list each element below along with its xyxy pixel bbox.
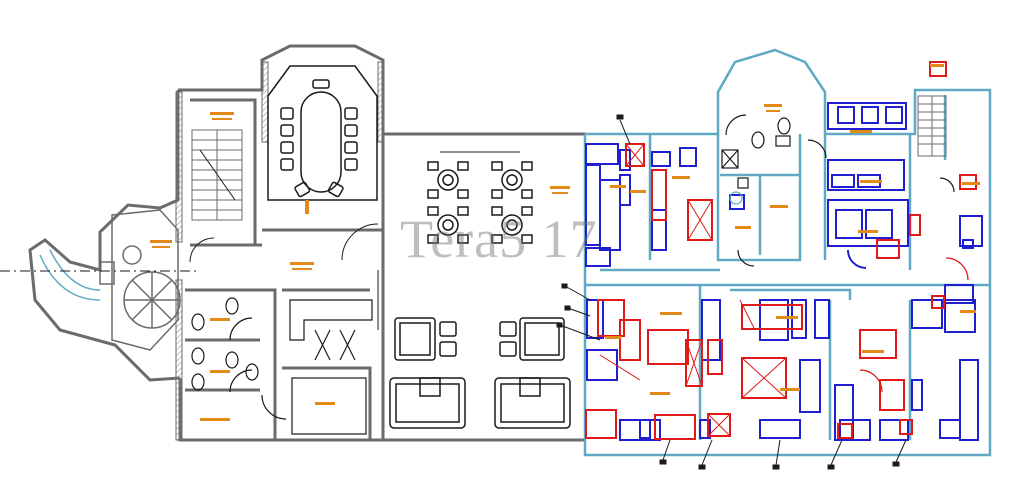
kitchen-equipment-blue bbox=[585, 102, 983, 441]
cloakroom bbox=[261, 299, 373, 435]
kitchen-walls bbox=[583, 48, 992, 457]
table-with-chairs-icon bbox=[427, 161, 533, 244]
building-walls bbox=[28, 44, 585, 442]
door-swings bbox=[189, 223, 379, 330]
meeting-room bbox=[267, 65, 378, 201]
kitchen-equipment-red bbox=[585, 61, 977, 440]
entrance-tower bbox=[0, 209, 200, 351]
sink-icon bbox=[721, 114, 955, 267]
equipment-callouts bbox=[556, 114, 907, 470]
meeting-chairs bbox=[280, 79, 358, 198]
staircase-right bbox=[917, 95, 947, 157]
sofa-icon bbox=[389, 317, 571, 429]
staircase-icon bbox=[191, 129, 243, 221]
toilet-icon bbox=[191, 297, 259, 393]
room-labels bbox=[150, 64, 980, 421]
dining-hall bbox=[440, 151, 520, 153]
